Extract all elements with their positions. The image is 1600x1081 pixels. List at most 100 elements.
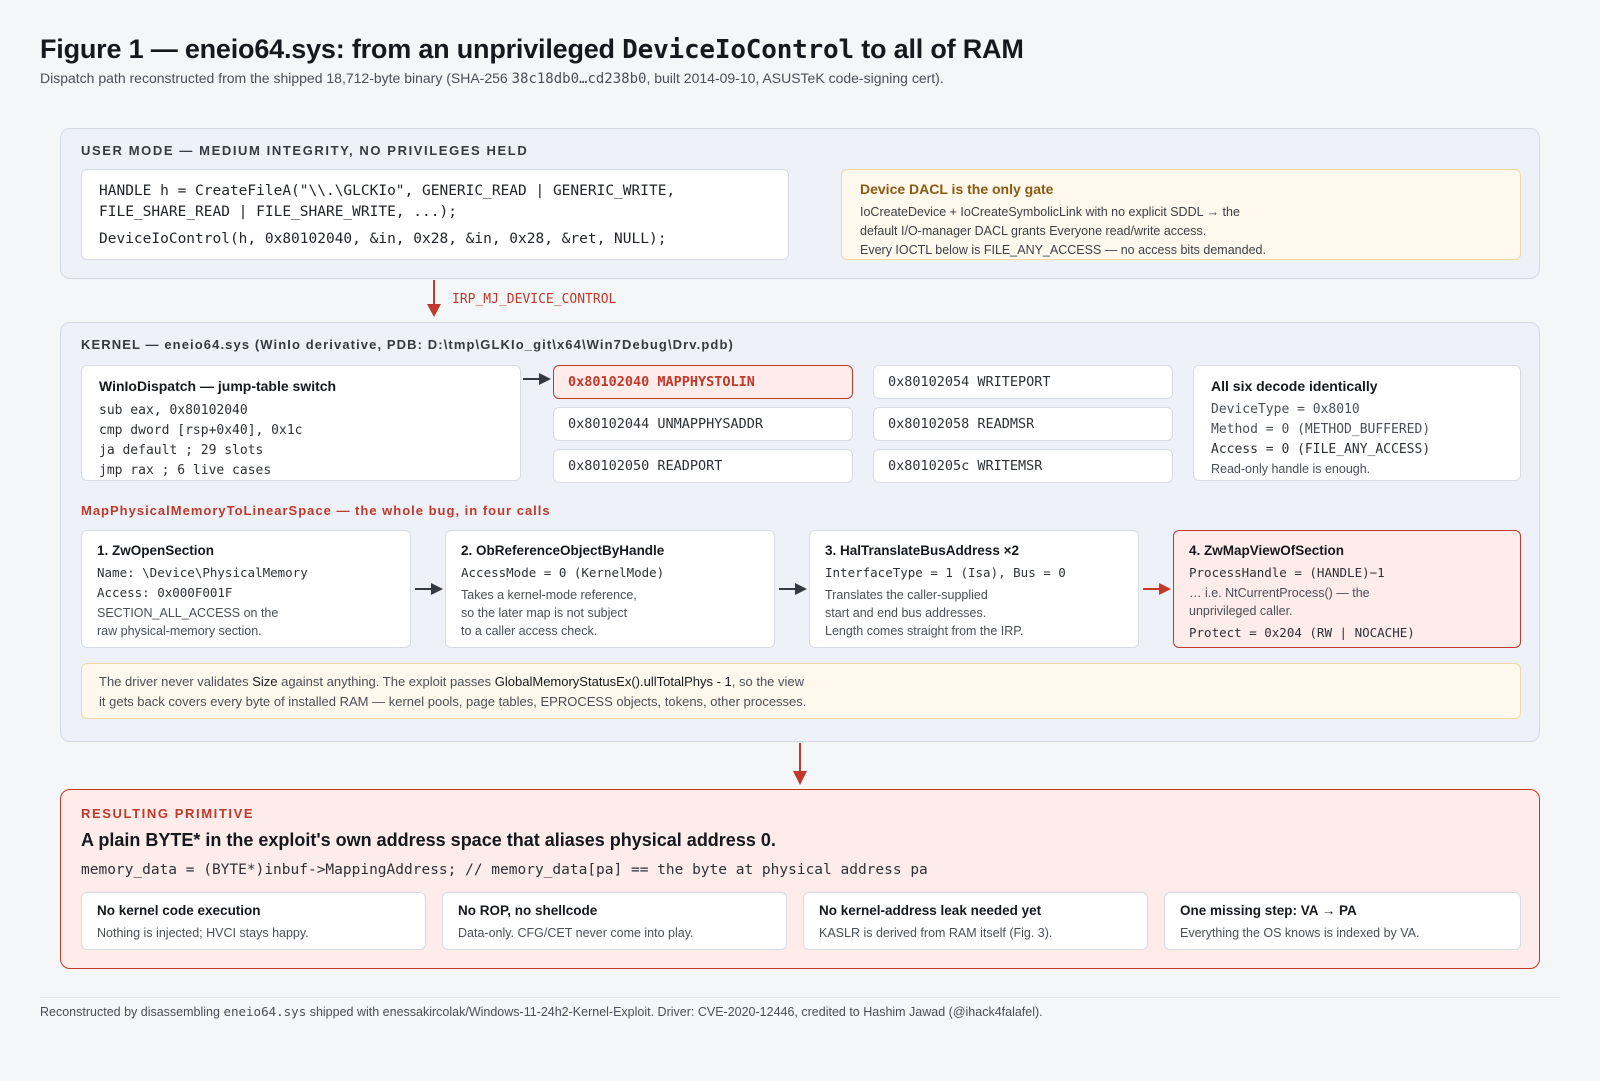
size-note-line-2: it gets back covers every byte of instal… (99, 694, 807, 709)
step-1-name: Name: \Device\PhysicalMemory (97, 565, 308, 580)
dispatch-asm-1: sub eax, 0x80102040 (99, 403, 248, 418)
size-note-size: Size (252, 674, 278, 689)
step-1-text-1: SECTION_ALL_ACCESS on the (97, 606, 279, 620)
primitive-headline: A plain BYTE* in the exploit's own addre… (81, 830, 776, 850)
code-line-createfile: HANDLE h = CreateFileA("\\.\GLCKIo", GEN… (99, 183, 676, 199)
fact-4-text: Everything the OS knows is indexed by VA… (1180, 926, 1420, 940)
decode-access: Access = 0 (FILE_ANY_ACCESS) (1211, 442, 1431, 457)
fact-3-title: No kernel-address leak needed yet (819, 903, 1042, 918)
step-3-interfacetype: InterfaceType = 1 (Isa), Bus = 0 (825, 565, 1066, 580)
decode-title: All six decode identically (1211, 378, 1378, 394)
step-4-text-1: … i.e. NtCurrentProcess() — the (1189, 586, 1370, 600)
size-note-p3: , so the view (731, 674, 805, 689)
figure-title: Figure 1 — eneio64.sys: from an unprivil… (40, 34, 1024, 65)
arrow-dispatch-to-ioctl (523, 373, 551, 385)
size-note-p2: against anything. The exploit passes (277, 674, 495, 689)
figure-title-prefix: Figure 1 — eneio64.sys: from an unprivil… (40, 34, 623, 64)
ioctl-writeport: 0x80102054 WRITEPORT (873, 365, 1173, 399)
dacl-line-1: IoCreateDevice + IoCreateSymbolicLink wi… (860, 205, 1240, 219)
ioctl-readport: 0x80102050 READPORT (553, 449, 853, 483)
step-3-title: 3. HalTranslateBusAddress ×2 (825, 543, 1019, 558)
step-haltranslatebusaddress: 3. HalTranslateBusAddress ×2 InterfaceTy… (809, 530, 1139, 648)
size-note-card: The driver never validates Size against … (81, 663, 1521, 719)
dispatch-asm-4: jmp rax ; 6 live cases (99, 463, 272, 478)
dispatch-asm-2: cmp dword [rsp+0x40], 0x1c (99, 423, 303, 438)
footer-divider (40, 997, 1560, 998)
dispatch-card: WinIoDispatch — jump-table switch sub ea… (81, 365, 521, 481)
dispatch-asm-3: ja default ; 29 slots (99, 443, 264, 458)
step-2-text-2: so the later map is not subject (461, 606, 628, 620)
step-zwopensection: 1. ZwOpenSection Name: \Device\PhysicalM… (81, 530, 411, 648)
arrow-step-3-to-4 (1143, 583, 1171, 595)
user-mode-label: USER MODE — MEDIUM INTEGRITY, NO PRIVILE… (81, 143, 529, 158)
dacl-line-3: Every IOCTL below is FILE_ANY_ACCESS — n… (860, 243, 1266, 257)
step-4-protect: Protect = 0x204 (RW | NOCACHE) (1189, 625, 1415, 640)
code-line-deviceiocontrol: DeviceIoControl(h, 0x80102040, &in, 0x28… (99, 231, 667, 247)
step-obreferenceobjectbyhandle: 2. ObReferenceObjectByHandle AccessMode … (445, 530, 775, 648)
fact-1-text: Nothing is injected; HVCI stays happy. (97, 926, 309, 940)
ioctl-writemsr: 0x8010205c WRITEMSR (873, 449, 1173, 483)
fact-2-text: Data-only. CFG/CET never come into play. (458, 926, 694, 940)
step-1-access: Access: 0x000F001F (97, 585, 233, 600)
decode-card: All six decode identically DeviceType = … (1193, 365, 1521, 481)
ioctl-readmsr: 0x80102058 READMSR (873, 407, 1173, 441)
code-line-share: FILE_SHARE_READ | FILE_SHARE_WRITE, ...)… (99, 204, 457, 220)
fact-no-kernel-address-leak: No kernel-address leak needed yet KASLR … (803, 892, 1148, 950)
decode-note: Read-only handle is enough. (1211, 462, 1371, 476)
figure-subtitle-prefix: Dispatch path reconstructed from the shi… (40, 70, 512, 86)
step-2-text-3: to a caller access check. (461, 624, 598, 638)
step-3-text-2: start and end bus addresses. (825, 606, 987, 620)
fact-3-text: KASLR is derived from RAM itself (Fig. 3… (819, 926, 1053, 940)
step-1-title: 1. ZwOpenSection (97, 543, 215, 558)
figure-subtitle: Dispatch path reconstructed from the shi… (40, 70, 944, 87)
dacl-note-card: Device DACL is the only gate IoCreateDev… (841, 169, 1521, 260)
size-note-line-1: The driver never validates Size against … (99, 674, 804, 689)
figure-subtitle-hash: 38c18db0…cd238b0 (511, 71, 647, 87)
figure-subtitle-suffix: , built 2014-09-10, ASUSTeK code-signing… (646, 70, 944, 86)
step-1-text-2: raw physical-memory section. (97, 624, 262, 638)
fact-1-title: No kernel code execution (97, 903, 261, 918)
footer-suffix: shipped with enessakircolak/Windows-11-2… (306, 1005, 1043, 1019)
figure-title-suffix: to all of RAM (853, 34, 1024, 64)
dispatch-title: WinIoDispatch — jump-table switch (99, 378, 337, 394)
footer-driver-name: eneio64.sys (223, 1004, 307, 1019)
step-4-text-2: unprivileged caller. (1189, 604, 1293, 618)
step-2-accessmode: AccessMode = 0 (KernelMode) (461, 565, 665, 580)
step-2-text-1: Takes a kernel-mode reference, (461, 588, 637, 602)
fact-2-title: No ROP, no shellcode (458, 903, 598, 918)
primitive-label: RESULTING PRIMITIVE (81, 806, 255, 821)
arrow-step-2-to-3 (779, 583, 807, 595)
fact-missing-step-va-pa: One missing step: VA → PA Everything the… (1164, 892, 1521, 950)
kernel-label: KERNEL — eneio64.sys (WinIo derivative, … (81, 337, 734, 352)
step-4-processhandle: ProcessHandle = (HANDLE)−1 (1189, 565, 1385, 580)
decode-devicetype: DeviceType = 0x8010 (1211, 402, 1360, 417)
primitive-panel: RESULTING PRIMITIVE A plain BYTE* in the… (60, 789, 1540, 969)
user-mode-panel: USER MODE — MEDIUM INTEGRITY, NO PRIVILE… (60, 128, 1540, 279)
arrow-step-1-to-2 (415, 583, 443, 595)
fact-4-title: One missing step: VA → PA (1180, 903, 1357, 918)
arrow-irp-label: IRP_MJ_DEVICE_CONTROL (452, 292, 617, 307)
step-3-text-1: Translates the caller-supplied (825, 588, 988, 602)
step-zwmapviewofsection: 4. ZwMapViewOfSection ProcessHandle = (H… (1173, 530, 1521, 648)
size-note-p1: The driver never validates (99, 674, 253, 689)
ioctl-unmapphysaddr: 0x80102044 UNMAPPHYSADDR (553, 407, 853, 441)
dacl-title: Device DACL is the only gate (860, 181, 1054, 197)
step-2-title: 2. ObReferenceObjectByHandle (461, 543, 665, 558)
size-note-call: GlobalMemoryStatusEx().ullTotalPhys - 1 (494, 674, 732, 689)
fact-no-kernel-code-execution: No kernel code execution Nothing is inje… (81, 892, 426, 950)
decode-method: Method = 0 (METHOD_BUFFERED) (1211, 422, 1431, 437)
fact-no-rop-no-shellcode: No ROP, no shellcode Data-only. CFG/CET … (442, 892, 787, 950)
arrow-user-to-kernel (427, 280, 441, 317)
dacl-line-2: default I/O-manager DACL grants Everyone… (860, 224, 1207, 238)
ioctl-mapphystolin: 0x80102040 MAPPHYSTOLIN (553, 365, 853, 399)
step-3-text-3: Length comes straight from the IRP. (825, 624, 1024, 638)
footer-prefix: Reconstructed by disassembling (40, 1005, 224, 1019)
bug-label: MapPhysicalMemoryToLinearSpace — the who… (81, 503, 551, 518)
primitive-code: memory_data = (BYTE*)inbuf->MappingAddre… (81, 862, 928, 878)
arrow-kernel-to-primitive (793, 743, 807, 785)
user-mode-code-card: HANDLE h = CreateFileA("\\.\GLCKIo", GEN… (81, 169, 789, 260)
footer-note: Reconstructed by disassembling eneio64.s… (40, 1004, 1043, 1019)
step-4-title: 4. ZwMapViewOfSection (1189, 543, 1345, 558)
figure-title-code: DeviceIoControl (622, 35, 854, 65)
kernel-panel: KERNEL — eneio64.sys (WinIo derivative, … (60, 322, 1540, 742)
